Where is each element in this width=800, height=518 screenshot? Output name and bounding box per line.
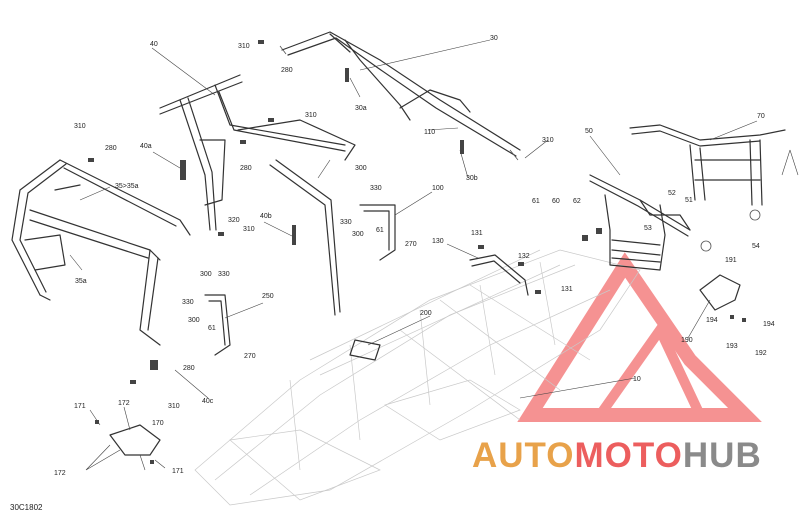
label-40: 40 (150, 41, 158, 48)
label-330-mid: 330 (340, 219, 352, 226)
label-132: 132 (518, 253, 530, 260)
label-280-mid: 280 (240, 165, 252, 172)
part-70-rear-bar (629, 124, 786, 221)
label-300-lower2: 300 (188, 317, 200, 324)
label-310-lower: 310 (168, 403, 180, 410)
label-300-lower1: 300 (200, 271, 212, 278)
label-280-left: 280 (105, 145, 117, 152)
label-191: 191 (725, 257, 737, 264)
chassis-frame (194, 249, 641, 506)
label-61-grab: 61 (376, 227, 384, 234)
part-30-roll-bar (279, 31, 521, 161)
label-170: 170 (152, 420, 164, 427)
label-194-right: 194 (763, 321, 775, 328)
label-200: 200 (420, 310, 432, 317)
label-70: 70 (757, 113, 765, 120)
label-171-right: 171 (172, 468, 184, 475)
label-270-grab: 270 (405, 241, 417, 248)
label-190: 190 (681, 337, 693, 344)
label-52: 52 (668, 190, 676, 197)
label-61-rear: 61 (532, 198, 540, 205)
label-310-mid: 310 (243, 226, 255, 233)
label-60: 60 (552, 198, 560, 205)
part-100-grab-bar (359, 204, 396, 261)
label-300-upper: 300 (355, 165, 367, 172)
label-51: 51 (685, 197, 693, 204)
label-300-mid: 300 (352, 231, 364, 238)
label-171-left: 171 (74, 403, 86, 410)
label-250: 250 (262, 293, 274, 300)
watermark-text: AUTOMOTOHUB (472, 436, 762, 476)
label-280-lower: 280 (183, 365, 195, 372)
watermark-logo (517, 252, 762, 422)
label-50: 50 (585, 128, 593, 135)
label-35: 35>35a (115, 183, 139, 190)
part-40-front-roll-cage (159, 74, 356, 316)
label-320: 320 (228, 217, 240, 224)
label-54: 54 (752, 243, 760, 250)
label-53: 53 (644, 225, 652, 232)
part-50-rear-frame (589, 174, 712, 271)
part-labels: 10 30 30a 30b 35>35a 35a 40 40a 40b 40c … (54, 35, 775, 477)
label-110: 110 (424, 129, 435, 136)
label-131-right: 131 (561, 286, 573, 293)
watermark-part-moto: MOTO (574, 436, 683, 475)
label-193: 193 (726, 343, 738, 350)
label-35a: 35a (75, 278, 87, 285)
part-200-brace (349, 339, 381, 361)
label-194-left: 194 (706, 317, 718, 324)
label-172-top: 172 (118, 400, 130, 407)
part-35-front-left-cage (11, 159, 191, 346)
label-172-bottom: 172 (54, 470, 66, 477)
watermark-part-auto: AUTO (472, 436, 575, 475)
label-330-lower2: 330 (182, 299, 194, 306)
label-40a: 40a (140, 143, 152, 150)
label-330-lower1: 330 (218, 271, 230, 278)
hardware-fasteners (88, 40, 746, 464)
label-192: 192 (755, 350, 767, 357)
label-100: 100 (432, 185, 444, 192)
label-310-rear: 310 (542, 137, 554, 144)
label-30a: 30a (355, 105, 367, 112)
label-61-lower: 61 (208, 325, 216, 332)
label-310-left: 310 (74, 123, 86, 130)
part-130-grab-bar (469, 254, 529, 296)
diagram-code: 30C1802 (10, 503, 43, 512)
label-40c: 40c (202, 398, 214, 405)
part-170-bracket (109, 424, 161, 456)
label-310-upper: 310 (305, 112, 317, 119)
label-330-upper: 330 (370, 185, 382, 192)
label-62: 62 (573, 198, 581, 205)
watermark-part-hub: HUB (682, 436, 762, 475)
label-130: 130 (432, 238, 444, 245)
label-10: 10 (633, 376, 641, 383)
part-250-grab-bar (204, 294, 231, 356)
label-310-top: 310 (238, 43, 250, 50)
label-131-top: 131 (471, 230, 483, 237)
label-30: 30 (490, 35, 498, 42)
part-190-bracket (699, 274, 741, 311)
leader-lines (69, 39, 799, 471)
label-40b: 40b (260, 213, 272, 220)
label-30b: 30b (466, 175, 478, 182)
label-270-lower: 270 (244, 353, 256, 360)
label-280-top: 280 (281, 67, 293, 74)
